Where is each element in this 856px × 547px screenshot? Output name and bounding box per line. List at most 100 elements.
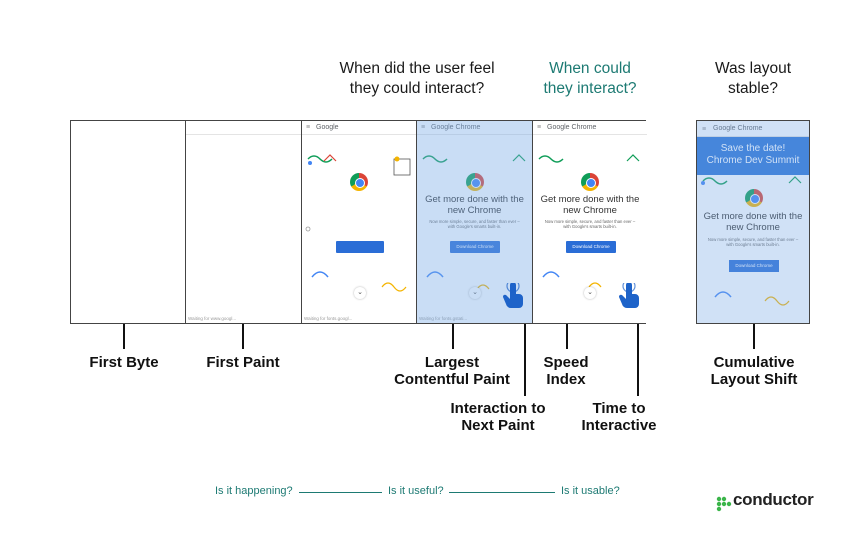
label-line: Next Paint — [461, 417, 535, 434]
question-line: stable? — [728, 80, 778, 97]
decorative-doodles — [305, 154, 411, 292]
menu-icon: ≡ — [702, 126, 707, 133]
tick-lcp — [452, 324, 454, 349]
tick-first-byte — [123, 324, 125, 349]
label-line: Interaction to — [450, 400, 546, 417]
tick-cls — [753, 324, 755, 349]
label-tti: Time to Interactive — [568, 400, 670, 434]
headline-line: new Chrome — [447, 205, 502, 216]
tap-hand-icon — [502, 283, 523, 309]
download-button-placeholder — [336, 241, 384, 253]
label-inp: Interaction to Next Paint — [438, 400, 558, 434]
chrome-logo-icon — [745, 189, 763, 207]
chrome-logo-icon — [581, 173, 599, 191]
decorative-doodles — [538, 154, 640, 288]
download-button[interactable]: Download Chrome — [566, 241, 616, 253]
tap-hand-icon — [618, 283, 639, 309]
frame-headline: Get more done with the new Chrome — [697, 211, 809, 233]
frame-brand: Google — [316, 124, 339, 131]
chevron-down-icon: ⌄ — [584, 287, 596, 299]
frame-partial-load: ≡ Google ⌄ Waiting for fonts.googl... — [302, 121, 417, 323]
question-could-interact: When could they interact? — [530, 59, 650, 99]
scale-useful: Is it useful? — [388, 485, 444, 497]
layout-shift-overlay — [697, 121, 809, 323]
subtext-line: with Google's smarts built-in. — [563, 224, 617, 229]
label-line: Layout Shift — [710, 371, 798, 388]
frame-subtext: Now more simple, secure, and faster than… — [541, 219, 639, 229]
chrome-logo-icon — [466, 173, 484, 191]
frame-topbar — [186, 121, 301, 135]
headline-line: new Chrome — [563, 205, 617, 216]
question-feel-interact: When did the user feel they could intera… — [326, 59, 508, 99]
label-line: Contentful Paint — [394, 371, 510, 388]
headline-line: Get more done with the — [425, 194, 524, 205]
frame-speed-index: ≡ Google Chrome Get more done with the n… — [533, 121, 647, 323]
menu-icon: ≡ — [421, 124, 426, 131]
question-line: they interact? — [543, 80, 637, 97]
frame-topbar — [302, 121, 416, 135]
question-layout-stable: Was layout stable? — [700, 59, 806, 99]
tick-tti — [637, 324, 639, 396]
tick-first-paint — [242, 324, 244, 349]
headline-line: Get more done with the — [703, 211, 803, 222]
decorative-doodles — [701, 176, 802, 306]
scale-connector — [299, 492, 382, 493]
subtext-line: with Google's smarts built-in. — [726, 242, 780, 247]
frame-lcp: ≡ Google Chrome Get more done with the n… — [417, 121, 533, 323]
filmstrip: Waiting for www.googl... ≡ Google ⌄ Wait… — [70, 120, 647, 324]
conductor-logo-icon — [716, 496, 732, 512]
download-button[interactable]: Download Chrome — [450, 241, 500, 253]
frame-first-paint: Waiting for www.googl... — [186, 121, 302, 323]
frame-status: Waiting for fonts.googl... — [304, 316, 353, 321]
label-speed-index: Speed Index — [531, 354, 601, 388]
frame-first-byte — [71, 121, 186, 323]
menu-icon: ≡ — [537, 124, 542, 131]
label-line: Largest — [424, 354, 480, 371]
tick-speed-index — [566, 324, 568, 349]
conductor-wordmark: conductor — [733, 490, 814, 509]
label-line: Cumulative — [713, 354, 795, 371]
scale-usable: Is it usable? — [561, 485, 620, 497]
question-line: When did the user feel — [339, 60, 495, 77]
label-lcp: Largest Contentful Paint — [382, 354, 522, 388]
label-line: Index — [546, 371, 586, 388]
subtext-line: Now more simple, secure, and faster than… — [544, 219, 636, 224]
decorative-doodles — [422, 154, 526, 290]
chevron-down-icon: ⌄ — [354, 287, 366, 299]
subtext-line: with Google's smarts built-in. — [447, 224, 502, 229]
question-line: Was layout — [714, 60, 792, 77]
headline-line: Get more done with the — [540, 194, 640, 205]
label-first-byte: First Byte — [89, 354, 159, 371]
question-line: When could — [549, 60, 631, 77]
frame-brand: Google Chrome — [547, 124, 597, 131]
download-button[interactable]: Download Chrome — [729, 260, 779, 272]
scale-connector — [449, 492, 555, 493]
frame-headline: Get more done with the new Chrome — [417, 194, 532, 216]
banner-line: Chrome Dev Summit — [706, 155, 800, 166]
headline-line: new Chrome — [726, 222, 780, 233]
label-line: Speed — [543, 354, 589, 371]
promo-banner: Save the date! Chrome Dev Summit — [697, 137, 809, 175]
label-line: Time to — [592, 400, 646, 417]
frame-status: Waiting for www.googl... — [188, 316, 237, 321]
frame-brand: Google Chrome — [431, 124, 481, 131]
chevron-down-icon: ⌄ — [469, 287, 481, 299]
frame-brand: Google Chrome — [713, 125, 763, 132]
subtext-line: Now more simple, secure, and faster than… — [707, 237, 799, 242]
frame-headline: Get more done with the new Chrome — [533, 194, 647, 216]
frame-subtext: Now more simple, secure, and faster than… — [425, 219, 524, 229]
chrome-logo-icon — [350, 173, 368, 191]
layout-shift-frame: ≡ Google Chrome Save the date! Chrome De… — [696, 120, 810, 324]
frame-topbar — [533, 121, 647, 135]
subtext-line: Now more simple, secure, and faster than… — [429, 219, 520, 224]
label-first-paint: First Paint — [206, 354, 280, 371]
tick-inp — [524, 324, 526, 396]
frame-topbar — [417, 121, 532, 135]
frame-status: Waiting for fonts.gstati... — [419, 316, 468, 321]
question-line: they could interact? — [349, 80, 485, 97]
frame-subtext: Now more simple, secure, and faster than… — [705, 237, 801, 247]
label-cls: Cumulative Layout Shift — [696, 354, 812, 388]
frame-topbar — [697, 121, 809, 137]
banner-line: Save the date! — [720, 143, 786, 154]
label-line: Interactive — [581, 417, 657, 434]
